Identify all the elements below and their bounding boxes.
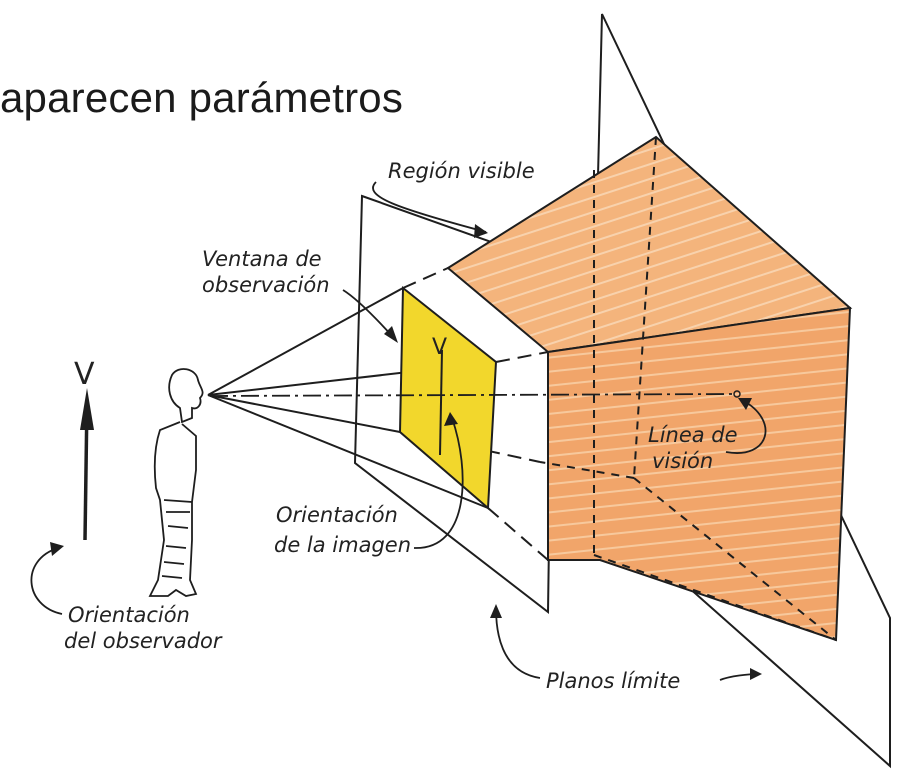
viewing-window <box>398 285 498 511</box>
callout-curves <box>30 181 767 681</box>
label-orient-obs-line2: del observador <box>64 629 223 653</box>
label-planos-limite: Planos límite <box>546 669 680 693</box>
label-orient-obs-line1: Orientación <box>68 603 190 627</box>
label-v-window: V <box>432 335 447 360</box>
label-linea-line2: visión <box>652 449 713 473</box>
label-ventana-line2: observación <box>202 273 330 297</box>
label-linea-line1: Línea de <box>648 423 738 447</box>
label-v-observer: V <box>74 357 95 392</box>
view-pyramid-lines <box>207 287 497 509</box>
label-orient-img-line1: Orientación <box>276 503 398 527</box>
heading-text: aparecen parámetros <box>0 74 404 121</box>
window-up-axis <box>439 349 443 456</box>
label-ventana-line1: Ventana de <box>202 247 322 271</box>
label-region-visible: Región visible <box>388 159 535 183</box>
frustum-hidden-edges <box>539 136 837 641</box>
frustum-side-face <box>547 306 852 642</box>
line-of-sight <box>209 393 735 397</box>
observer-up-arrow <box>80 388 94 541</box>
label-orient-img-line2: de la imagen <box>274 533 411 557</box>
observer-figure <box>148 368 204 597</box>
line-of-sight-end-marker <box>733 390 741 398</box>
